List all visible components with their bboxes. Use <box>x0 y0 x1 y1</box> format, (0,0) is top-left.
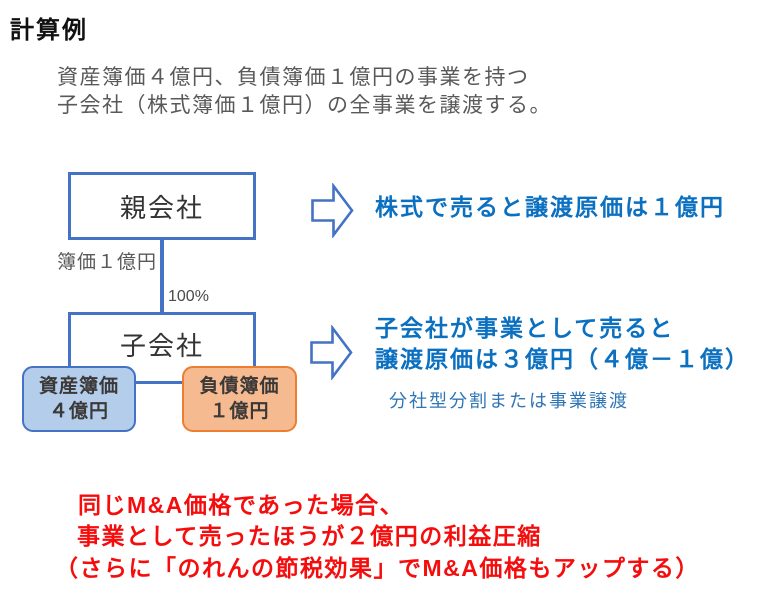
conclusion-line-2: 事業として売ったほうが２億円の利益圧縮 <box>77 523 542 549</box>
ownership-percent-label: 100% <box>168 288 209 305</box>
asset-box-line-1: 資産簿価 <box>38 376 119 397</box>
asset-book-value-box: 資産簿価 ４億円 <box>22 366 136 432</box>
intro-line-1: 資産簿価４億円、負債簿価１億円の事業を持つ <box>57 66 530 89</box>
liability-box-line-1: 負債簿価 <box>199 376 280 397</box>
asset-box-line-2: ４億円 <box>48 401 109 422</box>
right-block-arrow-icon <box>310 325 353 380</box>
business-sale-line-2: 譲渡原価は３億円（４億－１億） <box>375 346 750 372</box>
stock-sale-annotation: 株式で売ると譲渡原価は１億円 <box>375 194 725 220</box>
parent-child-connector-line <box>160 239 164 313</box>
liability-box-line-2: １億円 <box>209 401 270 422</box>
book-value-edge-label: 簿価１億円 <box>57 252 158 273</box>
page-title: 計算例 <box>10 17 88 44</box>
business-sale-annotation: 子会社が事業として売ると 譲渡原価は３億円（４億－１億） <box>375 313 750 375</box>
intro-paragraph: 資産簿価４億円、負債簿価１億円の事業を持つ 子会社（株式簿価１億円）の全事業を譲… <box>57 64 552 120</box>
conclusion-line-3: （さらに「のれんの節税効果」でM&A価格もアップする） <box>55 555 700 581</box>
parent-company-label: 親会社 <box>119 192 204 223</box>
right-block-arrow-icon <box>311 183 354 238</box>
intro-line-2: 子会社（株式簿価１億円）の全事業を譲渡する。 <box>57 94 552 117</box>
parent-company-box: 親会社 <box>68 172 256 240</box>
conclusion-line-1: 同じM&A価格であった場合、 <box>78 492 405 518</box>
liability-book-value-box: 負債簿価 １億円 <box>182 366 297 432</box>
business-sale-note: 分社型分割または事業譲渡 <box>389 391 629 411</box>
business-sale-line-1: 子会社が事業として売ると <box>375 315 675 341</box>
subsidiary-company-label: 子会社 <box>119 330 204 361</box>
